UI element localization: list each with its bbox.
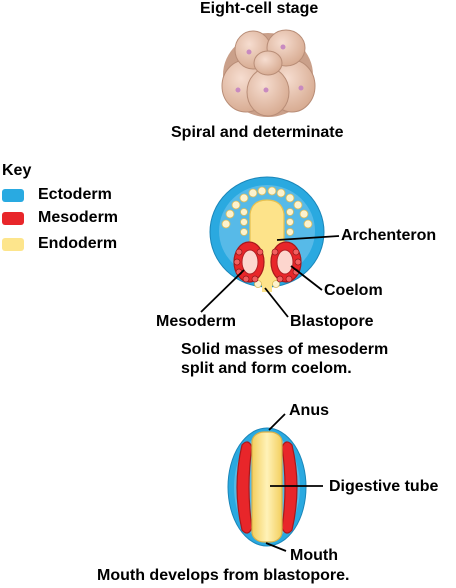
ectoderm-key-label: Ectoderm (38, 186, 112, 203)
endoderm-swatch (2, 238, 24, 251)
endoderm-key-label: Endoderm (38, 235, 118, 252)
digestive-tube-label: Digestive tube (329, 478, 439, 495)
coelom-caption-line1: Solid masses of mesoderm (181, 341, 389, 358)
blastopore-label: Blastopore (290, 313, 374, 330)
mouth-label: Mouth (290, 547, 338, 564)
mesoderm-label: Mesoderm (156, 313, 237, 330)
coelom-caption-line2: split and form coelom. (181, 360, 352, 377)
spiral-determinate-caption: Spiral and determinate (171, 124, 344, 141)
tube-leader-lines (265, 413, 323, 552)
eight-cell-embryo (221, 29, 316, 117)
mesoderm-key-label: Mesoderm (38, 209, 119, 226)
coelom-leader-lines (200, 235, 340, 318)
eight-cell-stage-title: Eight-cell stage (200, 0, 319, 17)
anus-label: Anus (289, 402, 329, 419)
key-title: Key (2, 162, 32, 179)
mesoderm-swatch (2, 212, 24, 225)
coelom-embryo (209, 176, 325, 292)
archenteron-label: Archenteron (341, 227, 437, 244)
digestive-tube-embryo (227, 427, 307, 547)
coelom-label: Coelom (324, 282, 383, 299)
mouth-caption: Mouth develops from blastopore. (97, 567, 350, 584)
ectoderm-swatch (2, 189, 24, 202)
